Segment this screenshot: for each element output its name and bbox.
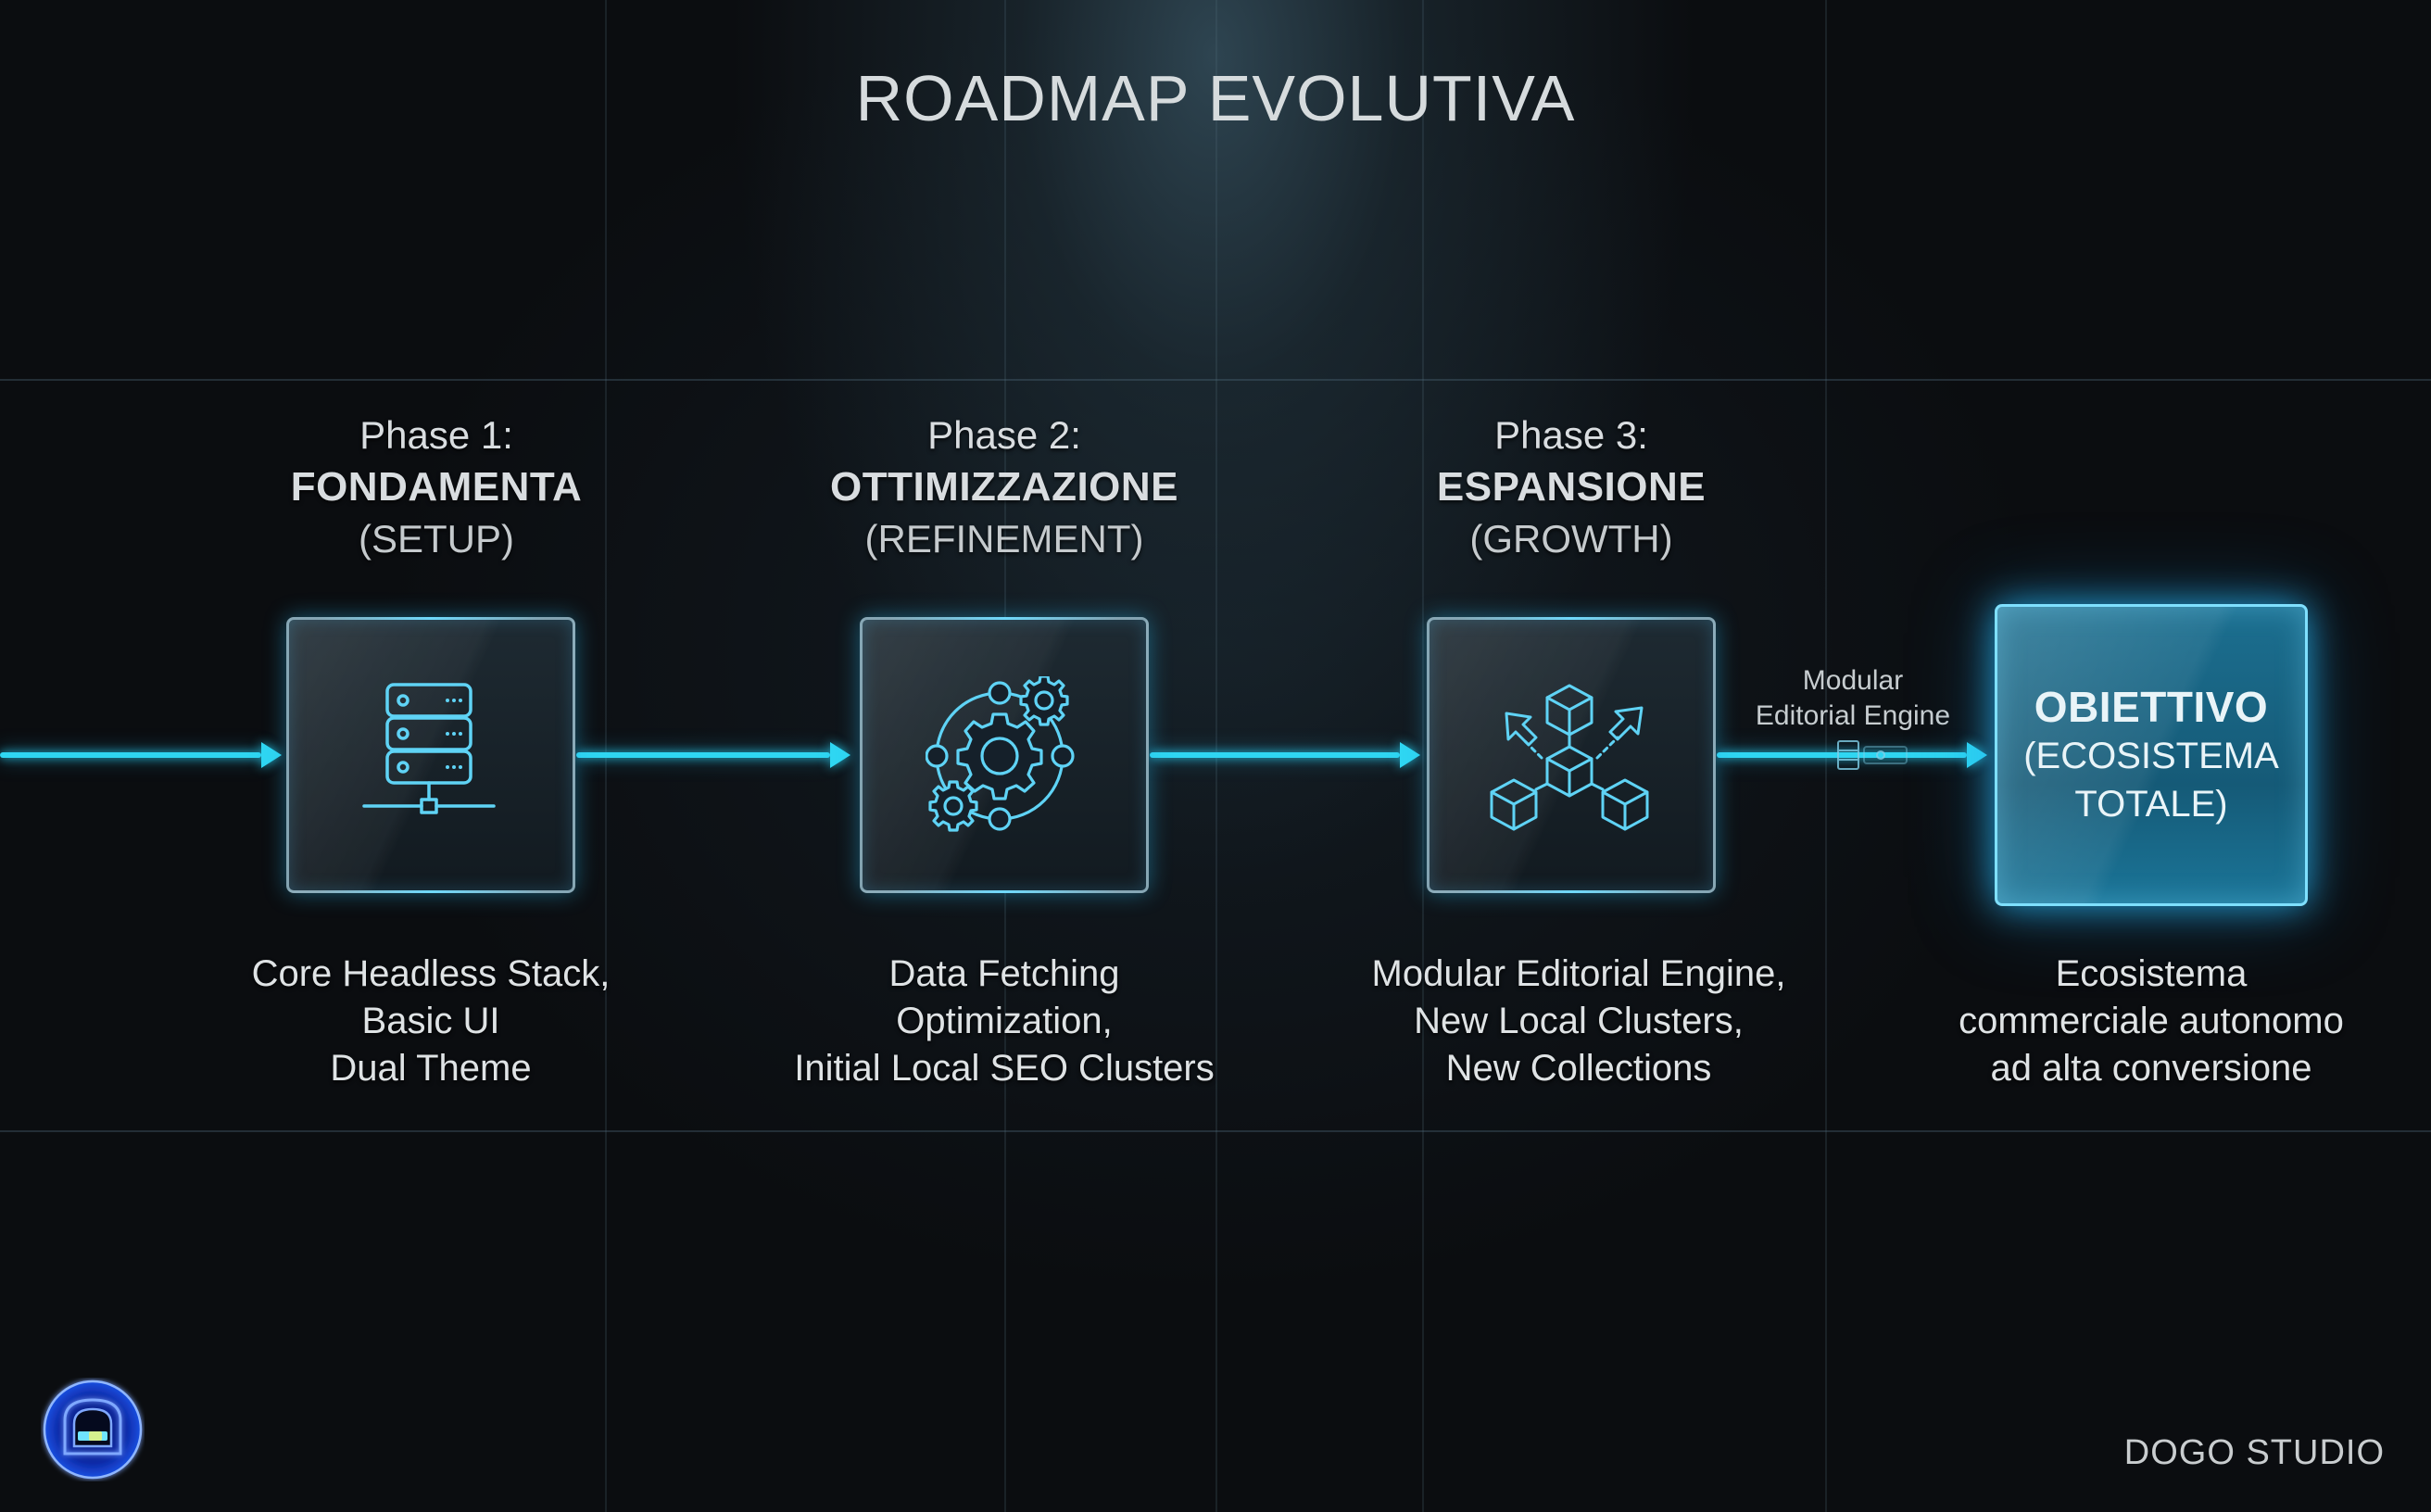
phase-3-card xyxy=(1427,617,1716,893)
phase-3-description-line: New Collections xyxy=(1445,1048,1712,1089)
modular-cubes-expand-icon xyxy=(1490,684,1649,831)
phase-2-description-line: Data Fetching xyxy=(888,953,1120,994)
phase-2-number: Phase 2: xyxy=(927,413,1081,457)
grid-line-top xyxy=(0,379,2431,381)
phase-1-subtitle: (SETUP) xyxy=(359,517,514,561)
page-title: ROADMAP EVOLUTIVA xyxy=(855,62,1576,134)
goal-description-line: Ecosistema xyxy=(2055,953,2248,994)
connector-label-line2: Editorial Engine xyxy=(1755,700,1951,731)
phase-1-description-line: Dual Theme xyxy=(330,1048,532,1089)
goal-subtitle-line1: (ECOSISTEMA xyxy=(2023,736,2279,776)
phase-2-header: Phase 2: OTTIMIZZAZIONE (REFINEMENT) xyxy=(763,410,1245,565)
phase-3-number: Phase 3: xyxy=(1494,413,1648,457)
dogo-logo-icon xyxy=(43,1380,143,1480)
arrow-entry xyxy=(0,752,261,758)
phase-3-header: Phase 3: ESPANSIONE (GROWTH) xyxy=(1330,410,1812,565)
goal-title: OBIETTIVO xyxy=(2034,683,2269,731)
goal-description: Ecosistema commerciale autonomo ad alta … xyxy=(1892,951,2411,1092)
grid-line-bottom xyxy=(0,1130,2431,1132)
arrow-phase1-to-phase2-head-icon xyxy=(830,742,850,768)
phase-3-name: ESPANSIONE xyxy=(1436,464,1707,510)
phase-3-description-line: New Local Clusters, xyxy=(1414,1001,1744,1041)
phase-1-description: Core Headless Stack, Basic UI Dual Theme xyxy=(171,951,690,1092)
brand-name: DOGO STUDIO xyxy=(2123,1433,2385,1472)
phase-2-description-line: Optimization, xyxy=(896,1001,1113,1041)
phase-3-description: Modular Editorial Engine, New Local Clus… xyxy=(1319,951,1838,1092)
arrow-phase2-to-phase3-head-icon xyxy=(1400,742,1420,768)
module-plug-icon xyxy=(1837,740,1908,770)
phase-1-name: FONDAMENTA xyxy=(290,464,583,510)
grid-line-v4 xyxy=(1422,0,1424,1512)
phase-2-subtitle: (REFINEMENT) xyxy=(864,517,1144,561)
phase-2-description-line: Initial Local SEO Clusters xyxy=(794,1048,1215,1089)
phase-1-description-line: Basic UI xyxy=(361,1001,500,1041)
goal-description-line: commerciale autonomo xyxy=(1959,1001,2344,1041)
phase-1-number: Phase 1: xyxy=(359,413,513,457)
phase-2-name: OTTIMIZZAZIONE xyxy=(829,464,1179,510)
arrow-entry-head-icon xyxy=(261,742,282,768)
goal-description-line: ad alta conversione xyxy=(1990,1048,2312,1089)
phase-1-description-line: Core Headless Stack, xyxy=(251,953,611,994)
phase-2-card xyxy=(860,617,1149,893)
phase-1-card xyxy=(286,617,575,893)
server-network-icon xyxy=(362,683,496,814)
goal-subtitle-line2: TOTALE) xyxy=(2074,784,2228,825)
phase-3-subtitle: (GROWTH) xyxy=(1469,517,1673,561)
arrow-phase1-to-phase2 xyxy=(576,752,830,758)
phase-1-header: Phase 1: FONDAMENTA (SETUP) xyxy=(195,410,677,565)
phase-2-description: Data Fetching Optimization, Initial Loca… xyxy=(745,951,1264,1092)
arrow-phase3-to-goal-head-icon xyxy=(1967,742,1987,768)
arrow-phase3-to-goal xyxy=(1717,752,1967,758)
connector-label: Modular Editorial Engine xyxy=(1732,663,1973,734)
connector-label-line1: Modular xyxy=(1802,665,1904,696)
arrow-phase2-to-phase3 xyxy=(1150,752,1400,758)
gears-cycle-icon xyxy=(926,676,1075,832)
goal-card: OBIETTIVO (ECOSISTEMA TOTALE) xyxy=(1995,604,2308,906)
phase-3-description-line: Modular Editorial Engine, xyxy=(1371,953,1786,994)
